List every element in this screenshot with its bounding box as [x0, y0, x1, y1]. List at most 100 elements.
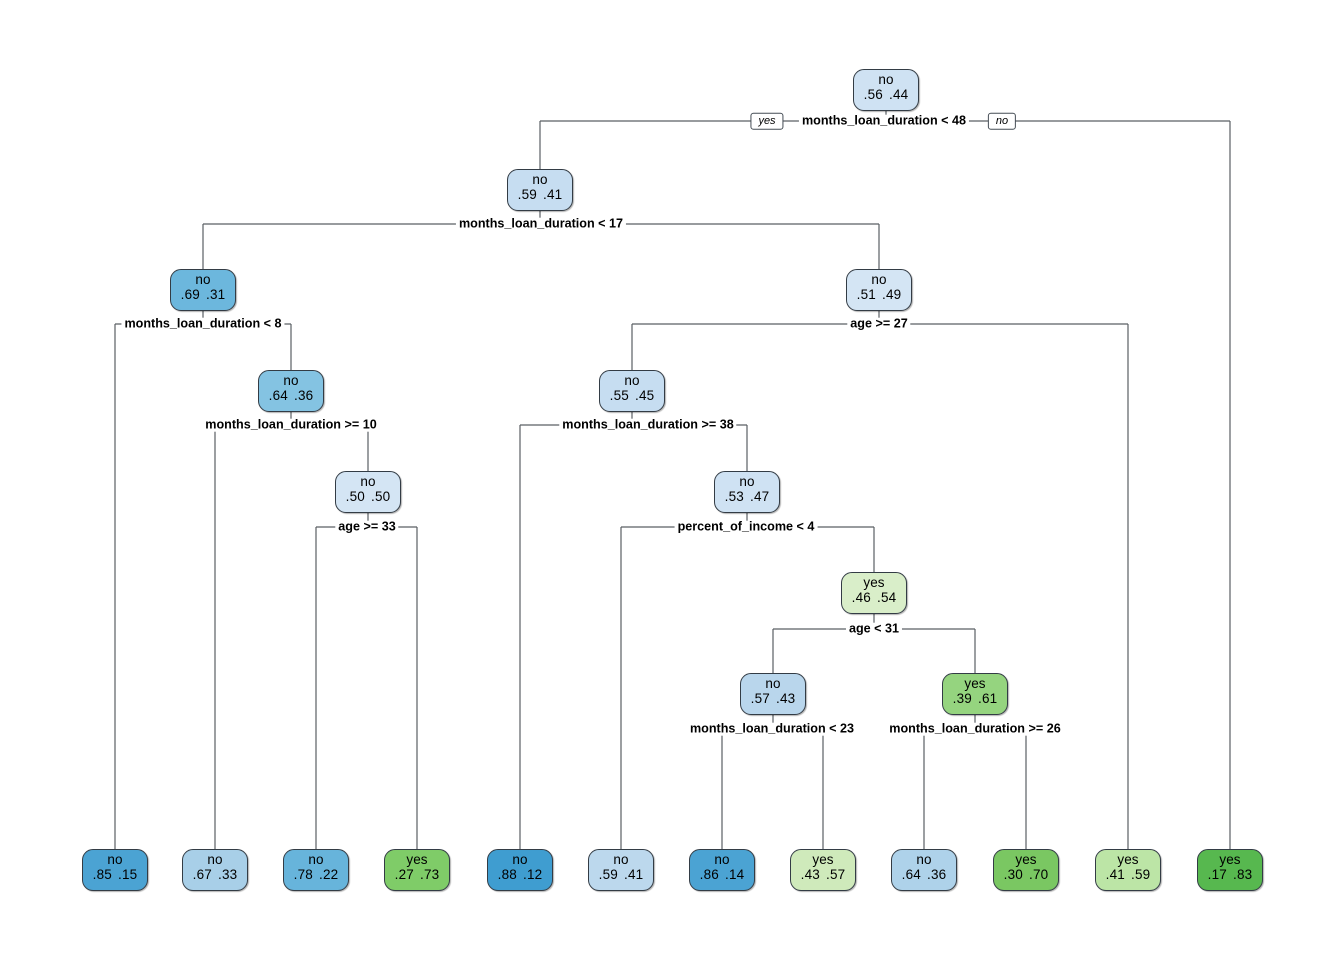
node-probabilities: .46 .54: [842, 589, 906, 605]
node-probabilities: .50.50: [336, 488, 400, 504]
node-prob-yes: .73: [420, 866, 440, 882]
node-class-label: no: [916, 852, 932, 867]
node-prob-no: .41: [1105, 866, 1125, 882]
node-probabilities: .17 .83: [1198, 866, 1262, 882]
node-class-label: yes: [964, 676, 986, 691]
tree-leaf-node[interactable]: no.88 .12: [487, 849, 553, 891]
node-prob-yes: .12: [523, 866, 543, 882]
node-prob-no: .86: [699, 866, 719, 882]
tree-split-node[interactable]: no.64.36: [258, 370, 324, 412]
node-class-label: yes: [863, 575, 885, 590]
node-prob-yes: .41: [624, 866, 644, 882]
node-probabilities: .56.44: [854, 87, 918, 102]
node-probabilities: .69 .31: [171, 286, 235, 302]
split-condition-label: months_loan_duration >= 10: [202, 419, 380, 432]
node-prob-yes: .57: [826, 866, 846, 882]
node-probabilities: .51.49: [847, 286, 911, 302]
tree-leaf-node[interactable]: yes.17 .83: [1197, 849, 1263, 891]
tree-split-node[interactable]: yes.46 .54: [841, 572, 907, 614]
node-prob-yes: .70: [1029, 866, 1049, 882]
node-class-label: no: [624, 373, 640, 388]
tree-leaf-node[interactable]: yes.30.70: [993, 849, 1059, 891]
node-prob-yes: .36: [927, 866, 947, 882]
node-prob-no: .64: [901, 866, 921, 882]
node-class-label: no: [613, 852, 629, 867]
node-prob-yes: .33: [218, 866, 238, 882]
tree-split-node[interactable]: no.56.44: [853, 69, 919, 111]
node-class-label: no: [532, 172, 548, 187]
node-prob-yes: .43: [776, 690, 796, 706]
tree-leaf-node[interactable]: yes.41.59: [1095, 849, 1161, 891]
node-probabilities: .59.41: [508, 186, 572, 202]
node-probabilities: .43.57: [791, 866, 855, 882]
tree-split-node[interactable]: no.55.45: [599, 370, 665, 412]
node-probabilities: .64 .36: [892, 866, 956, 882]
split-condition-label: months_loan_duration >= 26: [886, 723, 1064, 736]
node-class-label: no: [195, 272, 211, 287]
node-prob-no: .39: [952, 690, 972, 706]
node-probabilities: .67 .33: [183, 866, 247, 882]
tree-split-node[interactable]: yes.39 .61: [942, 673, 1008, 715]
node-probabilities: .57 .43: [741, 690, 805, 706]
tree-leaf-node[interactable]: yes.43.57: [790, 849, 856, 891]
node-prob-yes: .49: [882, 286, 902, 302]
tree-split-node[interactable]: no.57.43: [740, 673, 806, 715]
split-condition-label: months_loan_duration < 48: [798, 115, 970, 128]
node-class-label: yes: [812, 852, 834, 867]
node-prob-yes: .31: [206, 286, 226, 302]
node-class-label: no: [308, 852, 324, 867]
node-class-label: yes: [406, 852, 428, 867]
split-condition-label: age >= 33: [335, 521, 399, 534]
tree-split-node[interactable]: no.53.47: [714, 471, 780, 513]
split-condition-label: age >= 27: [847, 318, 911, 331]
tree-leaf-node[interactable]: no.59 .41: [588, 849, 654, 891]
node-prob-no: .69: [180, 286, 200, 302]
split-condition-label: age < 31: [845, 623, 903, 636]
node-prob-no: .57: [750, 690, 770, 706]
node-class-label: yes: [1219, 852, 1241, 867]
tree-split-node[interactable]: no.51.49: [846, 269, 912, 311]
node-prob-yes: .50: [371, 488, 391, 504]
tree-split-node[interactable]: no.69 .31: [170, 269, 236, 311]
node-prob-yes: .47: [750, 488, 770, 504]
node-prob-yes: .83: [1233, 866, 1253, 882]
tree-split-node[interactable]: no.59.41: [507, 169, 573, 211]
split-condition-label: percent_of_income < 4: [674, 521, 818, 534]
node-prob-yes: .61: [978, 690, 998, 706]
split-condition-label: months_loan_duration < 17: [455, 218, 627, 231]
node-prob-no: .88: [497, 866, 517, 882]
tree-leaf-node[interactable]: no.78.22: [283, 849, 349, 891]
node-prob-no: .59: [598, 866, 618, 882]
node-prob-yes: .22: [319, 866, 339, 882]
node-prob-no: .64: [268, 387, 288, 403]
node-class-label: yes: [1015, 852, 1037, 867]
node-prob-no: .46: [851, 589, 871, 605]
split-condition-label: months_loan_duration < 8: [121, 318, 285, 331]
tree-split-node[interactable]: no.50.50: [335, 471, 401, 513]
node-class-label: no: [871, 272, 887, 287]
node-prob-no: .53: [724, 488, 744, 504]
split-condition-label: months_loan_duration >= 38: [559, 419, 737, 432]
node-prob-yes: .54: [877, 589, 897, 605]
node-prob-no: .85: [92, 866, 112, 882]
tree-leaf-node[interactable]: no.67.33: [182, 849, 248, 891]
node-prob-no: .17: [1207, 866, 1227, 882]
node-class-label: no: [714, 852, 730, 867]
node-probabilities: .85 .15: [83, 866, 147, 882]
node-class-label: no: [512, 852, 528, 867]
node-prob-yes: .41: [543, 186, 563, 202]
node-probabilities: .53 .47: [715, 488, 779, 504]
node-class-label: no: [107, 852, 123, 867]
node-prob-no: .67: [192, 866, 212, 882]
tree-leaf-node[interactable]: no.85 .15: [82, 849, 148, 891]
node-class-label: no: [360, 474, 376, 489]
tree-leaf-node[interactable]: no.64 .36: [891, 849, 957, 891]
node-probabilities: .30.70: [994, 866, 1058, 882]
node-probabilities: .27.73: [385, 866, 449, 882]
tree-leaf-node[interactable]: no.86.14: [689, 849, 755, 891]
node-probabilities: .41.59: [1096, 866, 1160, 882]
tree-leaf-node[interactable]: yes.27.73: [384, 849, 450, 891]
node-prob-yes: .15: [118, 866, 138, 882]
node-prob-yes: .45: [635, 387, 655, 403]
